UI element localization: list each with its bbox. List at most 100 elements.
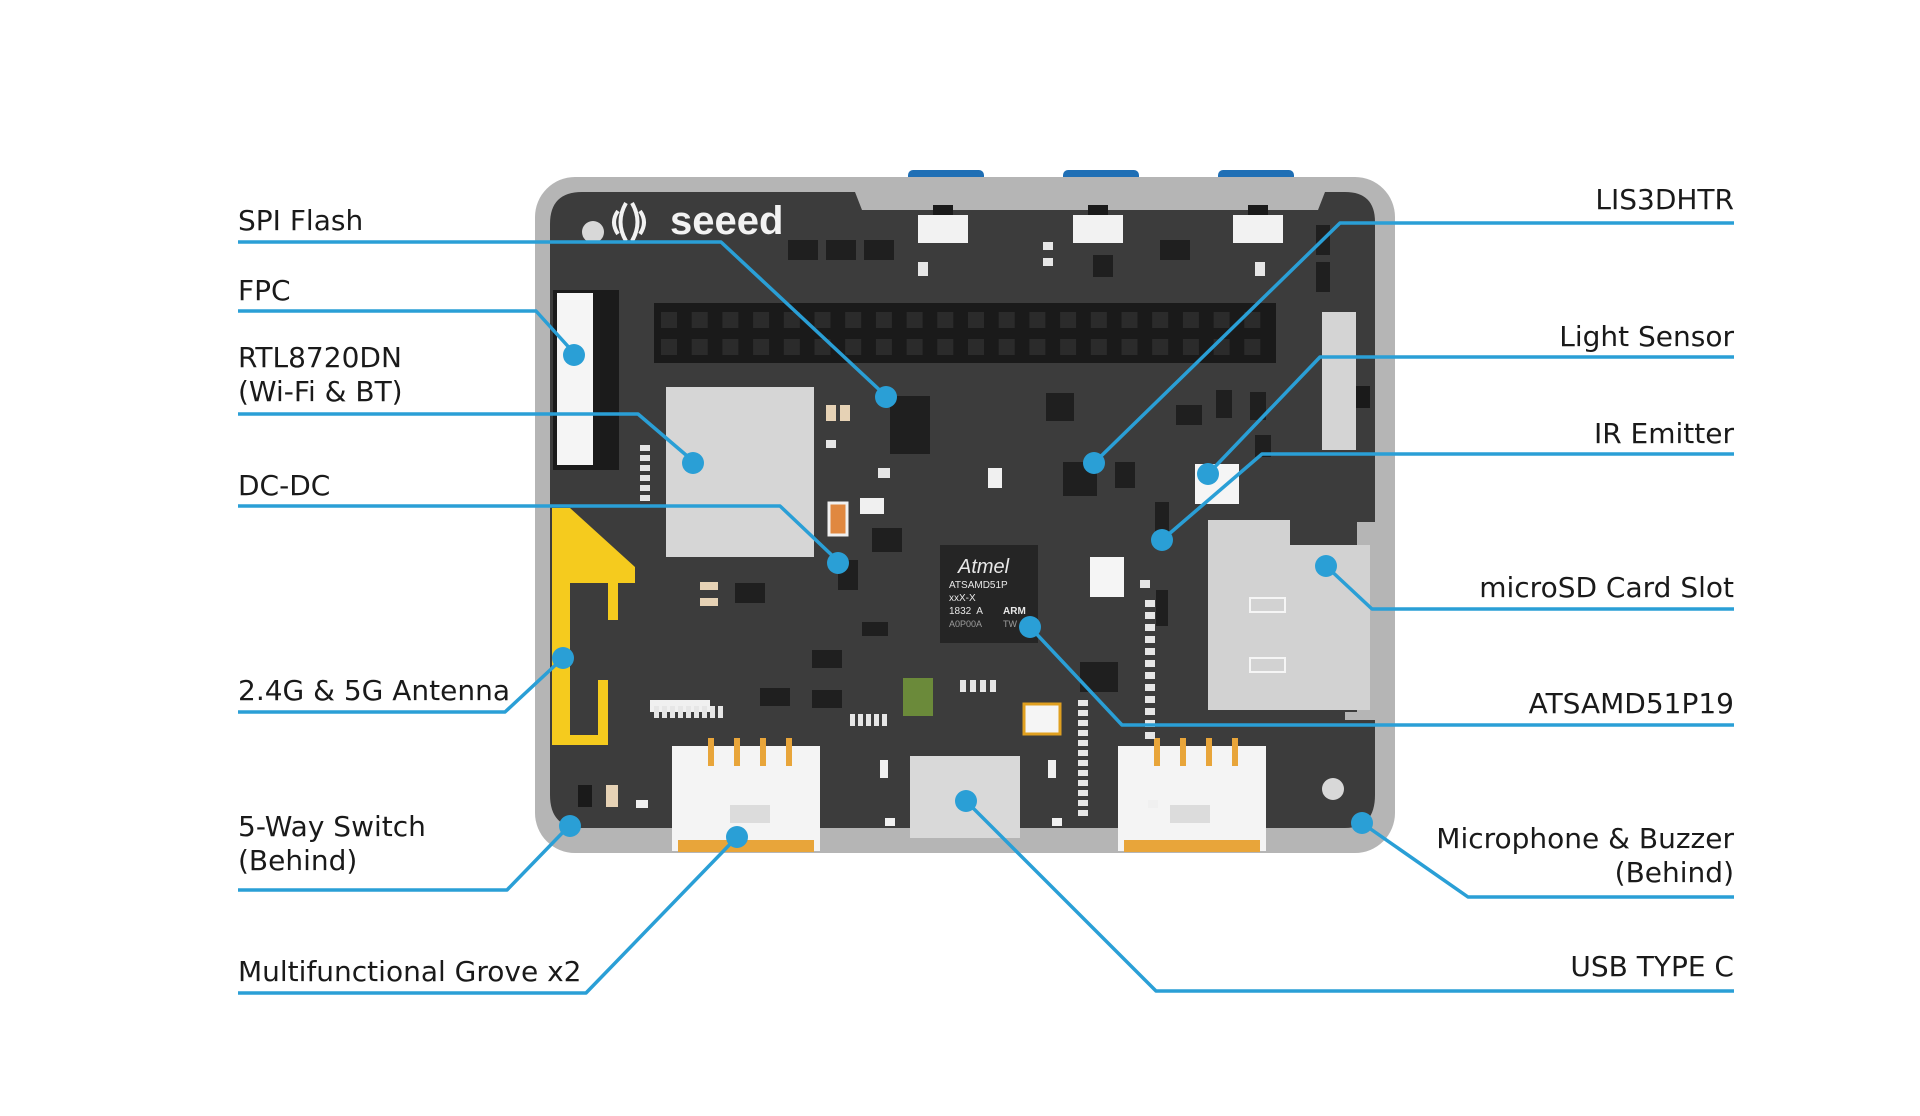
smd-part [1078,720,1088,726]
leader-usb-type-c [964,799,1734,993]
smd-part [1078,790,1088,796]
header-pin [906,339,923,355]
smd-part [1148,800,1158,808]
smd-part [864,240,894,260]
smd-part [670,706,675,718]
smd-part [1145,636,1155,643]
smd-part [1043,242,1053,250]
header-pin [1213,312,1230,328]
leader-dcdc [238,504,840,563]
mcu-line1: ATSAMD51P [949,580,1008,591]
leader-spi-flash-dot [875,386,897,408]
mcu-line3: 1832 A [949,606,983,617]
green-component [903,678,933,716]
leader-fpc-dot [563,344,585,366]
smd-part [1093,255,1113,277]
mount-hole [582,221,604,243]
grove-connector-left [672,746,820,852]
header-pin [998,339,1015,355]
leader-ir-emitter [1160,452,1734,542]
smd-part [1145,684,1155,691]
top-switch [1233,215,1283,243]
microsd-slot [1208,520,1370,710]
header-pin [1182,339,1199,355]
header-pin [845,339,862,355]
grove-pin [1232,738,1238,766]
header-pin [691,339,708,355]
label-dcdc: DC-DC [238,469,330,502]
label-fpc: FPC [238,274,291,307]
smd-part [710,706,715,718]
smd-part [1048,760,1056,778]
smd-part [1078,760,1088,766]
label-lis3dhtr: LIS3DHTR [1595,183,1734,216]
smd-part [1145,648,1155,655]
smd-part [1145,624,1155,631]
smd-part [826,240,856,260]
smd-part [640,465,650,471]
smd-part [1160,240,1190,260]
smd-part [1078,810,1088,816]
label-mic-buzzer: Microphone & Buzzer [1436,822,1734,855]
smd-part [1250,392,1266,420]
smd-part [1078,710,1088,716]
white-pad [1090,557,1124,597]
smd-part [678,706,683,718]
smd-part [640,455,650,461]
labels-left: SPI Flash FPC RTL8720DN (Wi-Fi & BT) DC-… [238,204,581,988]
mcu-line4b: TW [1003,619,1017,629]
leader-light-sensor [1206,355,1734,476]
smd-part [885,818,895,826]
leader-antenna-dot [552,647,574,669]
mount-hole [1322,778,1344,800]
smd-part [1255,262,1265,276]
smd-part [700,582,718,590]
smd-part [872,528,902,552]
smd-part [1078,770,1088,776]
header-pin [875,339,892,355]
smd-part [812,650,842,668]
leader-5way-switch [238,823,572,892]
header-pin [691,312,708,328]
leader-microsd [1324,564,1734,611]
smd-part [1316,262,1330,292]
smd-part [1145,696,1155,703]
smd-part [1156,590,1168,626]
header-pin [1182,312,1199,328]
smd-part [960,680,966,692]
leader-grove-dot [726,826,748,848]
callout-dots [552,344,1373,848]
header-pin [1152,339,1169,355]
leader-5way-switch-dot [559,815,581,837]
grove-pin [1180,738,1186,766]
smd-part [866,714,871,726]
label-5way-switch: 5-Way Switch [238,810,426,843]
smd-components [636,225,1330,826]
header-body [654,303,1276,363]
smd-part [1078,730,1088,736]
smd-part [826,405,836,421]
label-spi-flash: SPI Flash [238,204,363,237]
smd-part [988,468,1002,488]
smd-part [718,706,723,718]
smd-part [812,690,842,708]
leader-mic-buzzer [1360,821,1734,899]
smd-part [700,598,718,606]
header-pin [1213,339,1230,355]
spi-flash-chip [890,396,930,454]
leader-rtl8720dn [238,412,695,463]
header-pin [814,312,831,328]
leader-usb-type-c-dot [955,790,977,812]
header-pin [845,312,862,328]
grove-pins [708,738,1238,766]
smd-part [880,760,888,778]
label-light-sensor: Light Sensor [1559,320,1734,353]
leader-mic-buzzer-dot [1351,812,1373,834]
header-pin [753,339,770,355]
smd-part [640,485,650,491]
leader-spi-flash [238,240,888,398]
leader-atsamd51p19 [1028,625,1734,727]
label-atsamd51p19: ATSAMD51P19 [1529,687,1734,720]
smd-part [918,262,928,276]
